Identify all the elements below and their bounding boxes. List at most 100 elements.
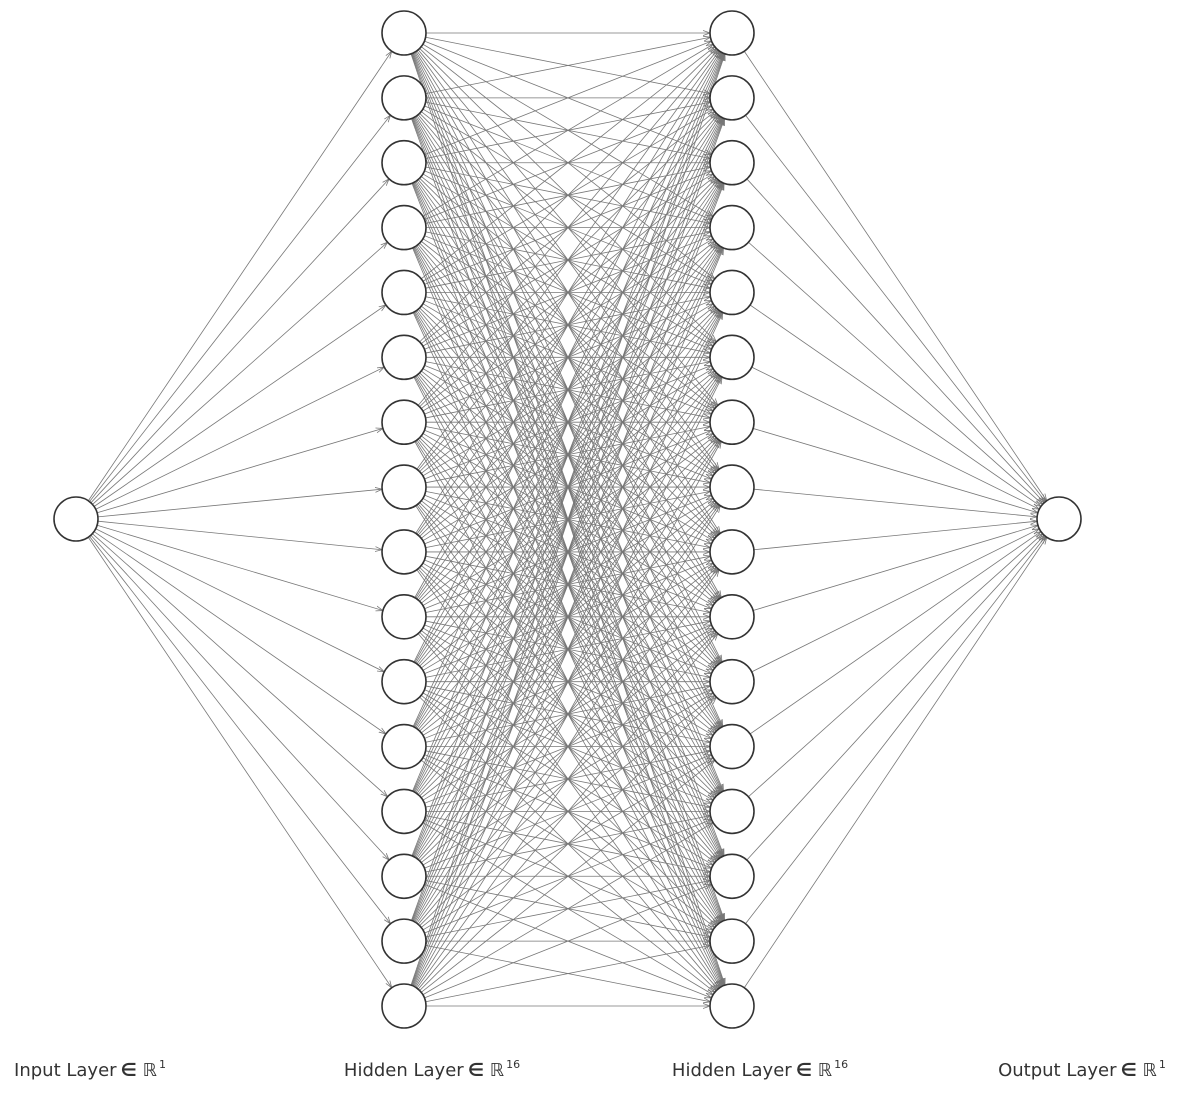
connection-edge <box>416 570 719 989</box>
connection-edge <box>413 53 722 663</box>
connection-edge <box>748 241 1042 504</box>
connection-edge <box>417 50 718 406</box>
connection-edge <box>417 634 718 990</box>
connection-edge <box>412 53 723 727</box>
layer-name: Output Layer <box>998 1060 1117 1081</box>
neuron-hidden-2-11 <box>709 658 755 705</box>
neuron-hidden-1-3 <box>381 139 427 186</box>
connection-edge <box>421 47 715 280</box>
connection-edge <box>411 183 724 986</box>
connection-edge <box>412 312 723 987</box>
connection-edge <box>753 521 1037 551</box>
connection-edge <box>414 52 721 598</box>
connection-edge <box>412 53 724 792</box>
element-of-symbol: ∈ <box>1120 1060 1137 1081</box>
connection-edge <box>743 51 1046 501</box>
neuron-hidden-2-7 <box>709 399 755 446</box>
layer-name: Hidden Layer <box>343 1060 464 1081</box>
connection-edge <box>95 367 385 510</box>
connection-edge <box>421 760 715 993</box>
connection-edge <box>90 534 389 860</box>
connection-edge <box>97 520 382 550</box>
neuron-hidden-1-12 <box>381 723 427 770</box>
neuron-hidden-2-4 <box>709 204 755 251</box>
connection-edge <box>745 536 1045 924</box>
neuron-hidden-2-16 <box>709 983 755 1029</box>
neuron-hidden-1-6 <box>381 334 427 381</box>
connection-edge <box>410 54 725 986</box>
connection-edge <box>424 41 711 156</box>
neuron-hidden-2-1 <box>709 10 755 56</box>
element-of-symbol: ∈ <box>467 1060 484 1081</box>
neuron-hidden-1-14 <box>381 853 427 900</box>
neuron-hidden-1-13 <box>381 788 427 835</box>
element-of-symbol: ∈ <box>120 1060 137 1081</box>
connection-edge <box>746 178 1044 503</box>
neuron-hidden-2-8 <box>709 464 755 510</box>
neuron-hidden-1-1 <box>381 10 427 56</box>
neuron-hidden-1-4 <box>381 204 427 251</box>
neuron-hidden-1-9 <box>381 529 427 575</box>
connections <box>87 33 1046 1006</box>
connection-edge <box>749 304 1041 506</box>
neuron-hidden-1-7 <box>381 399 427 446</box>
connection-edge <box>96 524 383 610</box>
neuron-hidden-2-10 <box>709 593 755 640</box>
connection-edge <box>411 54 724 856</box>
connection-edge <box>89 536 391 923</box>
neuron-hidden-2-2 <box>709 75 755 121</box>
layer-dimension: 1 <box>1158 1058 1166 1071</box>
connection-edge <box>95 528 385 672</box>
element-of-symbol: ∈ <box>795 1060 812 1081</box>
connection-edge <box>87 537 391 988</box>
neuron-hidden-2-15 <box>709 918 755 964</box>
neuron-hidden-1-16 <box>381 983 427 1029</box>
connection-edge <box>93 531 386 734</box>
connection-edge <box>752 525 1038 611</box>
field-symbol: ℝ <box>489 1060 505 1081</box>
connection-edge <box>92 533 387 797</box>
neuron-hidden-2-3 <box>709 139 755 186</box>
connection-edge <box>415 52 721 534</box>
neuron-output-1 <box>1036 496 1082 542</box>
connection-edge <box>752 428 1038 512</box>
connection-edge <box>751 366 1040 509</box>
connection-edge <box>92 242 387 505</box>
layer-dimension: 1 <box>158 1058 166 1071</box>
neuron-hidden-2-5 <box>709 269 755 316</box>
connection-edge <box>419 48 717 343</box>
neuron-hidden-2-13 <box>709 788 755 835</box>
neuron-hidden-2-12 <box>709 723 755 770</box>
connection-edge <box>422 44 713 217</box>
neuron-hidden-1-15 <box>381 918 427 964</box>
connection-edge <box>411 119 724 986</box>
connection-edge <box>415 506 721 988</box>
layer-name: Hidden Layer <box>671 1060 792 1081</box>
connection-edge <box>748 534 1042 798</box>
connection-edge <box>411 54 724 921</box>
neuron-hidden-1-8 <box>381 464 427 510</box>
connection-edge <box>414 441 721 988</box>
connection-edge <box>422 823 713 996</box>
connection-edge <box>96 428 383 514</box>
neuron-hidden-1-2 <box>381 75 427 121</box>
connection-edge <box>745 114 1045 501</box>
layer-dimension: 16 <box>834 1058 849 1071</box>
connection-edge <box>93 305 386 507</box>
connection-edge <box>751 529 1040 673</box>
connection-edge <box>749 532 1041 735</box>
neuron-hidden-2-14 <box>709 853 755 900</box>
connection-edge <box>425 945 711 1003</box>
connection-edge <box>425 37 711 94</box>
connection-edge <box>419 697 717 991</box>
connection-edge <box>416 51 719 470</box>
neuron-input-1 <box>53 496 99 542</box>
neuron-hidden-1-10 <box>381 593 427 640</box>
connection-edge <box>87 51 391 501</box>
layer-dimension: 16 <box>506 1058 521 1071</box>
neuron-hidden-2-9 <box>709 529 755 575</box>
connection-edge <box>743 537 1046 988</box>
